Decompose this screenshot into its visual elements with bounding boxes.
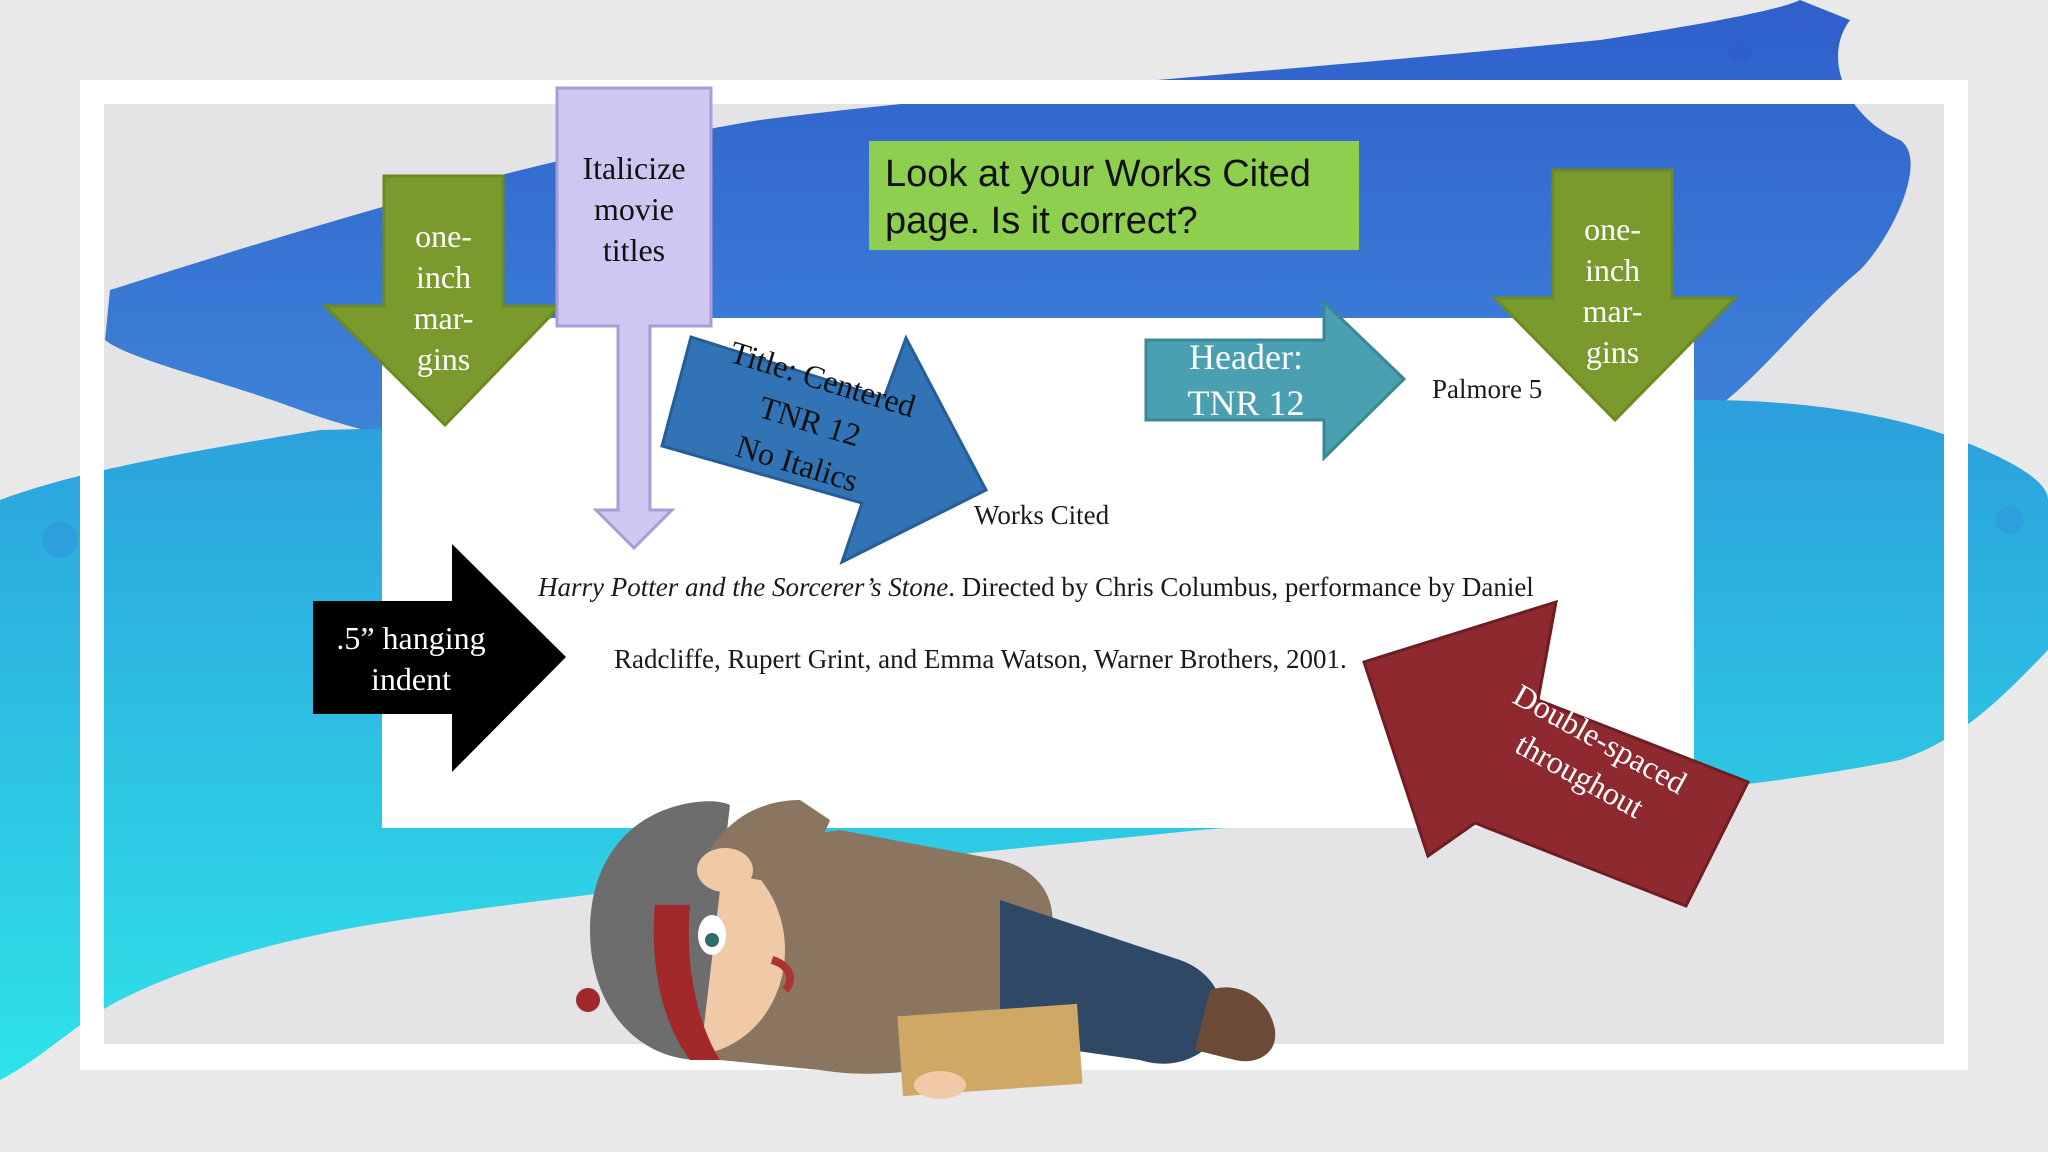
- margin-note-right-line: inch: [1584, 252, 1641, 288]
- citation-line-2: Radcliffe, Rupert Grint, and Emma Watson…: [614, 644, 1347, 674]
- hanging-indent-note-line: indent: [371, 661, 451, 697]
- citation-title: Harry Potter and the Sorcerer’s Stone: [538, 572, 949, 602]
- citation-line-1-rest: . Directed by Chris Columbus, performanc…: [948, 572, 1534, 602]
- document-heading: Works Cited: [974, 500, 1110, 530]
- hanging-indent-note-line: .5” hanging: [336, 620, 486, 656]
- margin-note-left-line: gins: [416, 341, 471, 377]
- italicize-note-line: movie: [594, 191, 674, 227]
- margin-note-left-line: inch: [415, 259, 472, 295]
- margin-note-left: one- inch mar- gins: [384, 216, 503, 380]
- document-header: Palmore 5: [1432, 374, 1543, 404]
- margin-note-left-line: one-: [415, 218, 472, 254]
- citation-line-1: Harry Potter and the Sorcerer’s Stone. D…: [538, 572, 1534, 603]
- margin-note-right-line: one-: [1584, 211, 1641, 247]
- italicize-note-line: Italicize: [582, 150, 686, 186]
- header-note: Header: TNR 12: [1146, 334, 1346, 426]
- margin-note-right-line: mar-: [1582, 293, 1643, 329]
- main-question-line-1: Look at your Works Cited: [885, 153, 1311, 195]
- main-question-line-2: page. Is it correct?: [885, 200, 1198, 242]
- margin-note-left-line: mar-: [413, 300, 474, 336]
- hanging-indent-note: .5” hanging indent: [313, 618, 509, 700]
- margin-note-right: one- inch mar- gins: [1553, 209, 1672, 373]
- main-question-box: Look at your Works Cited page. Is it cor…: [869, 141, 1359, 250]
- header-note-line: TNR 12: [1187, 383, 1305, 423]
- italicize-note-line: titles: [602, 232, 666, 268]
- margin-note-right-line: gins: [1585, 334, 1640, 370]
- header-note-line: Header:: [1189, 337, 1303, 377]
- italicize-note: Italicize movie titles: [557, 148, 711, 271]
